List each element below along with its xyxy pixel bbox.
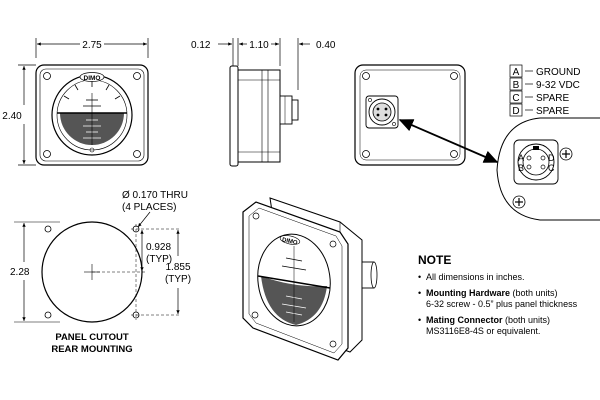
note-paren: (both units) xyxy=(505,315,551,325)
note-text: MS3116E8-4S or equivalent. xyxy=(426,326,541,336)
notes-title: NOTE xyxy=(418,253,452,267)
note-paren: (both units) xyxy=(512,288,558,298)
panel-cutout-caption: PANEL CUTOUT xyxy=(55,332,129,343)
pin-legend-letter-a: A xyxy=(513,67,520,78)
rear-view: A B C D GROUND 9-32 VDC SPARE SPARE A D xyxy=(354,64,600,221)
cutout-diameter-dimension: 2.28 xyxy=(10,267,30,278)
hole-offset-typ: (TYP) xyxy=(146,254,172,265)
side-depth-dimension: 1.10 xyxy=(249,40,269,51)
front-mounting-screws xyxy=(43,72,141,158)
isometric-view: DIMO xyxy=(242,197,378,361)
pin-legend-label-d: SPARE xyxy=(536,106,569,117)
note-heading: Mounting Hardware xyxy=(426,288,511,298)
dial-logo: DIMO xyxy=(84,75,101,82)
front-view: 2.75 2.40 xyxy=(2,38,149,166)
side-connector xyxy=(279,95,293,125)
panel-cutout-view: 2.28 Ø 0.170 THRU (4 PLACES) 0.928 (TYP)… xyxy=(10,190,191,355)
front-height-dimension: 2.40 xyxy=(2,111,22,122)
detail-pin-c: C xyxy=(548,163,555,173)
front-width-dimension: 2.75 xyxy=(82,40,102,51)
detail-pin-a: A xyxy=(518,153,524,163)
detail-pin-b: B xyxy=(518,163,524,173)
pin-legend-label-b: 9-32 VDC xyxy=(536,80,580,91)
hole-spacing-typ: (TYP) xyxy=(165,274,191,285)
pin-legend-letter-c: C xyxy=(512,93,519,104)
side-connector-dimension: 0.40 xyxy=(316,40,336,51)
pin-legend-letter-d: D xyxy=(512,106,519,117)
note-text: All dimensions in inches. xyxy=(426,272,525,282)
note-item-units: • All dimensions in inches. xyxy=(418,272,598,283)
connector-detail: A D B C xyxy=(496,117,600,221)
note-item-mounting-hardware: • Mounting Hardware (both units) 6-32 sc… xyxy=(418,288,598,310)
bullet-icon: • xyxy=(418,288,422,298)
side-flange xyxy=(229,65,239,167)
rear-mounting-caption: REAR MOUNTING xyxy=(51,344,132,355)
note-text: 6-32 screw - 0.5” plus panel thickness xyxy=(426,299,578,309)
iso-dial-logo: DIMO xyxy=(281,237,298,246)
hole-spec-line1: Ø 0.170 THRU xyxy=(122,190,188,201)
detail-pin-d: D xyxy=(548,153,555,163)
note-heading: Mating Connector xyxy=(426,315,503,325)
hole-spacing-dimension: 1.855 xyxy=(165,262,190,273)
pin-legend-label-a: GROUND xyxy=(536,67,580,78)
pin-legend-letter-b: B xyxy=(513,80,520,91)
pin-legend-label-c: SPARE xyxy=(536,93,569,104)
side-body xyxy=(237,69,281,163)
side-view: 0.12 1.10 0.40 xyxy=(191,38,336,167)
bullet-icon: • xyxy=(418,272,422,282)
notes-block: NOTE • All dimensions in inches. • Mount… xyxy=(418,253,598,342)
hole-spec-line2: (4 PLACES) xyxy=(122,202,176,213)
bullet-icon: • xyxy=(418,315,422,325)
hole-offset-dimension: 0.928 xyxy=(146,242,171,253)
pin-legend: A B C D GROUND 9-32 VDC SPARE SPARE xyxy=(509,64,580,117)
note-item-mating-connector: • Mating Connector (both units) MS3116E8… xyxy=(418,315,598,337)
side-flange-dimension: 0.12 xyxy=(191,40,211,51)
